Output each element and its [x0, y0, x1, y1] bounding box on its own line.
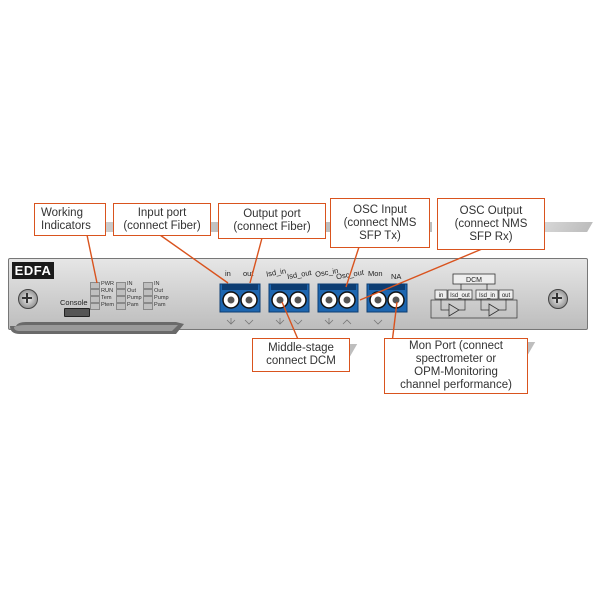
dcm-schematic: DCM in Isd_out Isd_in out: [430, 273, 518, 319]
ejector-handle[interactable]: [6, 312, 186, 342]
console-label: Console: [60, 298, 88, 307]
svg-text:Isd_out: Isd_out: [450, 293, 470, 299]
led-label: Out: [154, 288, 164, 294]
led-label: IN: [127, 281, 133, 287]
led-label: IN: [154, 281, 160, 287]
led-in-1: [116, 282, 126, 289]
callout-working-indicators: Working Indicators: [34, 203, 106, 236]
callout-middle-stage: Middle-stage connect DCM: [252, 338, 350, 372]
led-out-1: [116, 289, 126, 296]
callout-output-port: Output port (connect Fiber): [218, 203, 326, 239]
callout-input-port: Input port (connect Fiber): [113, 203, 211, 236]
led-pump-2: [143, 296, 153, 303]
module-title: EDFA: [12, 262, 54, 279]
led-label: Pump: [154, 295, 169, 301]
amplifier-2-icon: [488, 303, 500, 317]
port-label-in: in: [225, 269, 231, 278]
led-pam-2: [143, 303, 153, 310]
led-label: Pump: [127, 295, 142, 301]
led-label: PWR: [101, 281, 115, 287]
led-in-2: [143, 282, 153, 289]
console-port[interactable]: [64, 308, 90, 317]
screw-left-slot-v: [26, 293, 28, 303]
led-label: Pam: [127, 302, 139, 308]
screw-right-slot-v: [556, 293, 558, 303]
led-label: Ptem: [101, 302, 115, 308]
led-pwr: [90, 282, 100, 289]
svg-text:Isd_in: Isd_in: [479, 293, 495, 299]
optical-ports: [219, 283, 408, 325]
callout-osc-output: OSC Output (connect NMS SFP Rx): [437, 198, 545, 250]
led-run: [90, 289, 100, 296]
svg-text:in: in: [439, 293, 444, 299]
callout-mon-port: Mon Port (connect spectrometer or OPM-Mo…: [384, 338, 528, 394]
dcm-label: DCM: [466, 277, 482, 284]
led-pam-1: [116, 303, 126, 310]
port-label-na: NA: [391, 272, 402, 281]
led-label: RUN: [101, 288, 114, 294]
led-label: Out: [127, 288, 137, 294]
port-label-out: out: [243, 269, 254, 278]
port-label-mon: Mon: [368, 269, 383, 278]
led-label: Tem: [101, 295, 112, 301]
callout-osc-input: OSC Input (connect NMS SFP Tx): [330, 198, 430, 248]
led-pump-1: [116, 296, 126, 303]
amplifier-1-icon: [448, 303, 460, 317]
led-out-2: [143, 289, 153, 296]
svg-text:out: out: [502, 293, 511, 299]
led-ptem: [90, 303, 100, 310]
led-label: Pam: [154, 302, 166, 308]
led-tem: [90, 296, 100, 303]
screw-left-icon: [18, 289, 38, 309]
screw-right-icon: [548, 289, 568, 309]
